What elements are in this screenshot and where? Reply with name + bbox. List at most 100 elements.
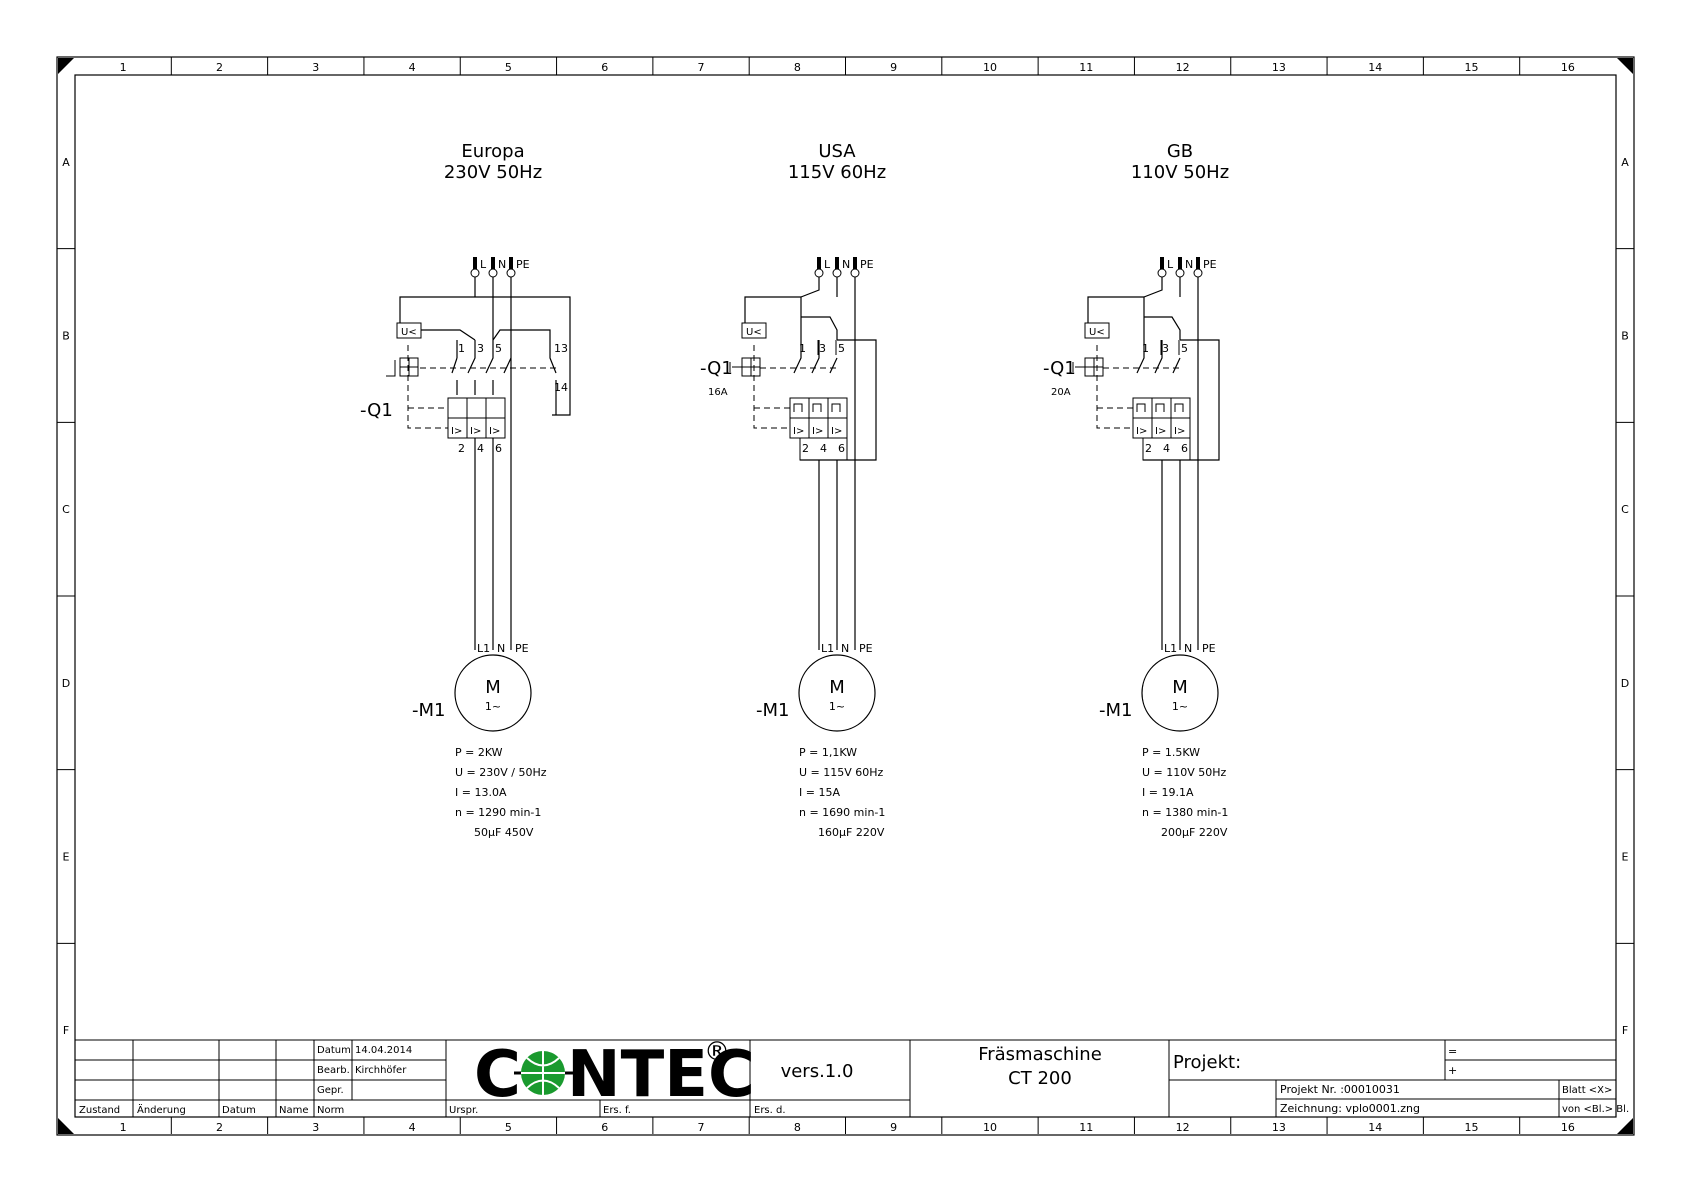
column-label-top: 8 [794, 61, 801, 74]
row-label-left: A [62, 156, 70, 169]
bearb-value: Kirchhöfer [355, 1065, 407, 1076]
spec-speed: n = 1290 min-1 [455, 806, 541, 819]
supply-terminals: L N PE [470, 257, 530, 278]
svg-text:NTEC: NTEC [567, 1038, 755, 1112]
breaker-tag: -Q1 [700, 358, 733, 379]
column-label-top: 5 [505, 61, 512, 74]
motor-terminal-n: N [497, 642, 505, 655]
eq-sign: = [1448, 1045, 1457, 1058]
row-label-left: E [63, 851, 70, 864]
trip-1: I> [451, 426, 462, 437]
column-label-top: 12 [1176, 61, 1190, 74]
undervoltage-label: U< [401, 327, 417, 338]
svg-text:C: C [474, 1038, 521, 1112]
motor-symbol [454, 654, 532, 732]
column-label-bottom: 8 [794, 1121, 801, 1134]
undervoltage-relay [741, 322, 767, 339]
column-label-top: 16 [1561, 61, 1575, 74]
motor-terminal-l1: L1 [1164, 642, 1177, 655]
norm-label: Norm [317, 1105, 344, 1116]
trip-1: I> [793, 426, 804, 437]
column-label-bottom: 10 [983, 1121, 997, 1134]
column-label-top: 9 [890, 61, 897, 74]
circuit-usa: USA 115V 60Hz L N PE U< 1 3 5 -Q1 16A [700, 141, 886, 839]
terminal-n: N [1185, 258, 1193, 271]
plus-sign: + [1448, 1064, 1457, 1077]
column-label-bottom: 3 [312, 1121, 319, 1134]
region-title: Europa [461, 141, 524, 162]
undervoltage-label: U< [1089, 327, 1105, 338]
column-label-bottom: 2 [216, 1121, 223, 1134]
blatt: Blatt <X> [1562, 1085, 1612, 1096]
rev-header-datum: Datum [222, 1105, 256, 1116]
motor-symbol [1141, 654, 1219, 732]
pole-4: 4 [820, 442, 827, 455]
pole-2: 2 [1145, 442, 1152, 455]
aux-14: 14 [554, 381, 568, 394]
supply-terminals: L N PE [1157, 257, 1217, 278]
pole-4: 4 [477, 442, 484, 455]
spec-speed: n = 1690 min-1 [799, 806, 885, 819]
spec-power: P = 1,1KW [799, 746, 857, 759]
spec-voltage: U = 230V / 50Hz [455, 766, 547, 779]
spec-current: I = 19.1A [1142, 786, 1194, 799]
logo-globe-icon [514, 1051, 573, 1095]
motor-letter: M [1172, 677, 1188, 698]
breaker-tag: -Q1 [1043, 358, 1076, 379]
motor-tag: -M1 [1099, 700, 1132, 721]
column-label-bottom: 5 [505, 1121, 512, 1134]
zeichnung: Zeichnung: vplo0001.zng [1280, 1102, 1420, 1115]
urspr-label: Urspr. [449, 1105, 478, 1116]
projekt-label: Projekt: [1173, 1052, 1241, 1073]
column-grid: 1122334455667788991010111112121313141415… [120, 57, 1575, 1134]
motor-terminal-n: N [1184, 642, 1192, 655]
rev-header-aenderung: Änderung [137, 1103, 186, 1116]
terminal-pe: PE [860, 258, 874, 271]
pole-3: 3 [819, 342, 826, 355]
motor-terminal-n: N [841, 642, 849, 655]
column-label-top: 1 [120, 61, 127, 74]
column-label-top: 3 [312, 61, 319, 74]
gepr-label: Gepr. [317, 1085, 344, 1096]
rev-header-name: Name [279, 1105, 309, 1116]
trip-2: I> [470, 426, 481, 437]
trip-3: I> [1174, 426, 1185, 437]
logo-registered-mark: ® [704, 1037, 730, 1067]
column-label-top: 15 [1465, 61, 1479, 74]
motor-terminal-pe: PE [859, 642, 873, 655]
supply-title: 115V 60Hz [788, 162, 886, 183]
terminal-n: N [498, 258, 506, 271]
terminal-pe: PE [516, 258, 530, 271]
spec-voltage: U = 115V 60Hz [799, 766, 884, 779]
column-label-bottom: 1 [120, 1121, 127, 1134]
spec-power: P = 1.5KW [1142, 746, 1200, 759]
machine-name: Fräsmaschine [978, 1044, 1102, 1065]
datum-label: Datum [317, 1045, 351, 1056]
pole-1: 1 [458, 342, 465, 355]
motor-terminal-l1: L1 [821, 642, 834, 655]
column-label-bottom: 14 [1368, 1121, 1382, 1134]
circuit-gb: GB 110V 50Hz L N PE U< 1 3 5 -Q1 20A I [1043, 141, 1229, 839]
ersf-label: Ers. f. [603, 1105, 631, 1116]
pole-5: 5 [838, 342, 845, 355]
column-label-top: 7 [698, 61, 705, 74]
spec-capacitor: 200µF 220V [1161, 826, 1228, 839]
row-label-right: E [1622, 851, 1629, 864]
row-label-right: B [1621, 330, 1629, 343]
column-label-bottom: 16 [1561, 1121, 1575, 1134]
pole-2: 2 [458, 442, 465, 455]
row-label-left: B [62, 330, 70, 343]
motor-phase: 1~ [829, 700, 845, 713]
spec-current: I = 13.0A [455, 786, 507, 799]
machine-model: CT 200 [1008, 1068, 1072, 1089]
pole-1: 1 [1142, 342, 1149, 355]
pole-6: 6 [838, 442, 845, 455]
column-label-top: 6 [601, 61, 608, 74]
column-label-bottom: 13 [1272, 1121, 1286, 1134]
bearb-label: Bearb. [317, 1065, 350, 1076]
row-label-right: F [1622, 1024, 1628, 1037]
motor-symbol [798, 654, 876, 732]
column-label-top: 2 [216, 61, 223, 74]
row-label-right: C [1621, 503, 1629, 516]
pole-6: 6 [1181, 442, 1188, 455]
